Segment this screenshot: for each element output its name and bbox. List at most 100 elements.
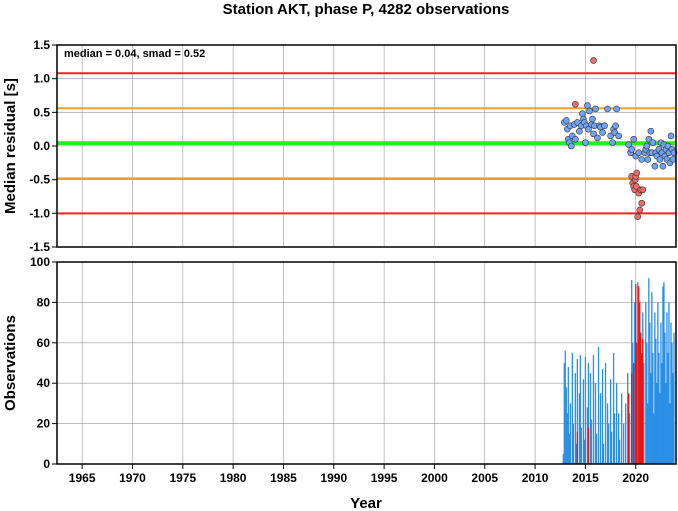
x-tick-label: 1965 — [69, 471, 96, 485]
blue-residual-point — [601, 122, 608, 130]
observations-y-tick-label: 80 — [37, 295, 51, 309]
blue-observation-bar — [592, 354, 595, 464]
blue-observation-bar — [637, 282, 639, 464]
blue-residual-point — [599, 129, 606, 136]
blue-observation-bar — [571, 352, 573, 464]
red-residual-point — [633, 169, 641, 177]
blue-observation-bar — [652, 352, 654, 464]
blue-residual-point — [590, 130, 597, 138]
x-tick-label: 1970 — [119, 471, 146, 485]
red-residual-point — [632, 183, 640, 190]
blue-observation-bar — [660, 322, 662, 464]
red-observation-bar — [640, 332, 642, 464]
blue-observation-bar — [655, 338, 657, 464]
red-observation-bar — [639, 302, 641, 464]
blue-observation-bar — [643, 363, 645, 464]
blue-observation-bar — [613, 413, 616, 464]
observations-y-tick-label: 20 — [37, 417, 51, 431]
blue-observation-bar — [645, 302, 647, 464]
blue-observation-bar — [575, 443, 578, 464]
blue-observation-bar — [562, 453, 564, 464]
red-observation-bar — [642, 338, 644, 464]
residual-y-tick-label: 1.0 — [33, 72, 50, 86]
blue-residual-point — [625, 141, 632, 148]
blue-observation-bar — [627, 373, 629, 464]
blue-observation-bar — [610, 431, 613, 464]
blue-observation-bar — [574, 373, 576, 464]
blue-observation-bar — [629, 413, 631, 464]
blue-observation-bar — [625, 403, 627, 464]
blue-observation-bar — [620, 393, 623, 464]
red-residual-point — [639, 186, 647, 194]
blue-observation-bar — [618, 439, 621, 464]
x-tick-label: 1990 — [320, 471, 347, 485]
blue-observation-bar — [617, 413, 620, 464]
residual-y-tick-label: -1.0 — [29, 206, 50, 220]
blue-observation-bar — [580, 427, 583, 464]
observations-plot-frame — [56, 261, 677, 465]
blue-observation-bar — [568, 433, 570, 464]
blue-residual-point — [667, 132, 675, 140]
observations-y-tick-label: 100 — [30, 255, 50, 269]
blue-observation-bar — [595, 433, 598, 464]
blue-residual-point — [615, 132, 622, 140]
blue-observation-bar — [586, 407, 589, 464]
x-tick-label: 1975 — [169, 471, 196, 485]
blue-observation-bar — [567, 367, 569, 464]
blue-residual-point — [656, 156, 664, 163]
blue-observation-bar — [604, 363, 607, 464]
x-tick-label: 1995 — [371, 471, 398, 485]
blue-residual-point — [659, 162, 667, 170]
blue-residual-point — [638, 156, 646, 163]
blue-observation-bar — [597, 346, 600, 464]
blue-observation-bar — [667, 352, 669, 464]
blue-observation-bar — [601, 369, 604, 464]
blue-observation-bar — [669, 403, 671, 464]
blue-observation-bar — [663, 282, 665, 464]
blue-residual-point — [651, 162, 659, 170]
blue-residual-point — [635, 149, 643, 157]
x-tick-label: 1980 — [220, 471, 247, 485]
x-tick-label: 2000 — [421, 471, 448, 485]
blue-residual-point — [579, 110, 586, 117]
red-observation-bar — [631, 373, 633, 464]
blue-observation-bar — [607, 423, 610, 464]
residual-y-tick-label: -1.5 — [29, 240, 50, 254]
blue-observation-bar — [664, 332, 666, 464]
blue-residual-point — [612, 122, 619, 130]
blue-observation-bar — [565, 387, 567, 464]
blue-observation-bar — [623, 423, 625, 464]
x-tick-label: 2010 — [522, 471, 549, 485]
blue-observation-bar — [672, 373, 674, 464]
blue-residual-point — [609, 139, 616, 146]
blue-observation-bar — [572, 423, 574, 464]
chart-title: Station AKT, phase P, 4282 observations — [223, 1, 510, 18]
blue-observation-bar — [656, 383, 658, 464]
residual-y-tick-label: 0.5 — [33, 105, 50, 119]
red-residual-point — [590, 57, 597, 64]
blue-observation-bar — [606, 403, 609, 464]
blue-observation-bar — [587, 363, 590, 464]
observations-y-tick-label: 60 — [37, 336, 51, 350]
blue-observation-bar — [563, 363, 565, 464]
blue-observation-bar — [665, 383, 667, 464]
blue-residual-point — [649, 139, 657, 146]
blue-residual-point — [585, 125, 592, 133]
residual-plot-frame — [56, 44, 677, 248]
blue-residual-point — [592, 105, 599, 113]
blue-residual-point — [586, 107, 593, 115]
blue-observation-bar — [647, 403, 649, 464]
blue-observation-bar — [566, 413, 568, 464]
blue-observation-bar — [659, 393, 661, 464]
blue-residual-point — [613, 105, 620, 113]
blue-residual-point — [669, 156, 677, 163]
blue-residual-point — [582, 139, 589, 146]
blue-residual-point — [630, 135, 638, 143]
x-axis-label: Year — [350, 495, 382, 511]
observations-y-axis-label: Observations — [2, 315, 19, 411]
blue-observation-bar — [564, 350, 566, 464]
blue-residual-point — [643, 142, 651, 150]
blue-residual-point — [644, 156, 652, 163]
blue-residual-point — [594, 134, 601, 142]
blue-observation-bar — [579, 354, 582, 464]
